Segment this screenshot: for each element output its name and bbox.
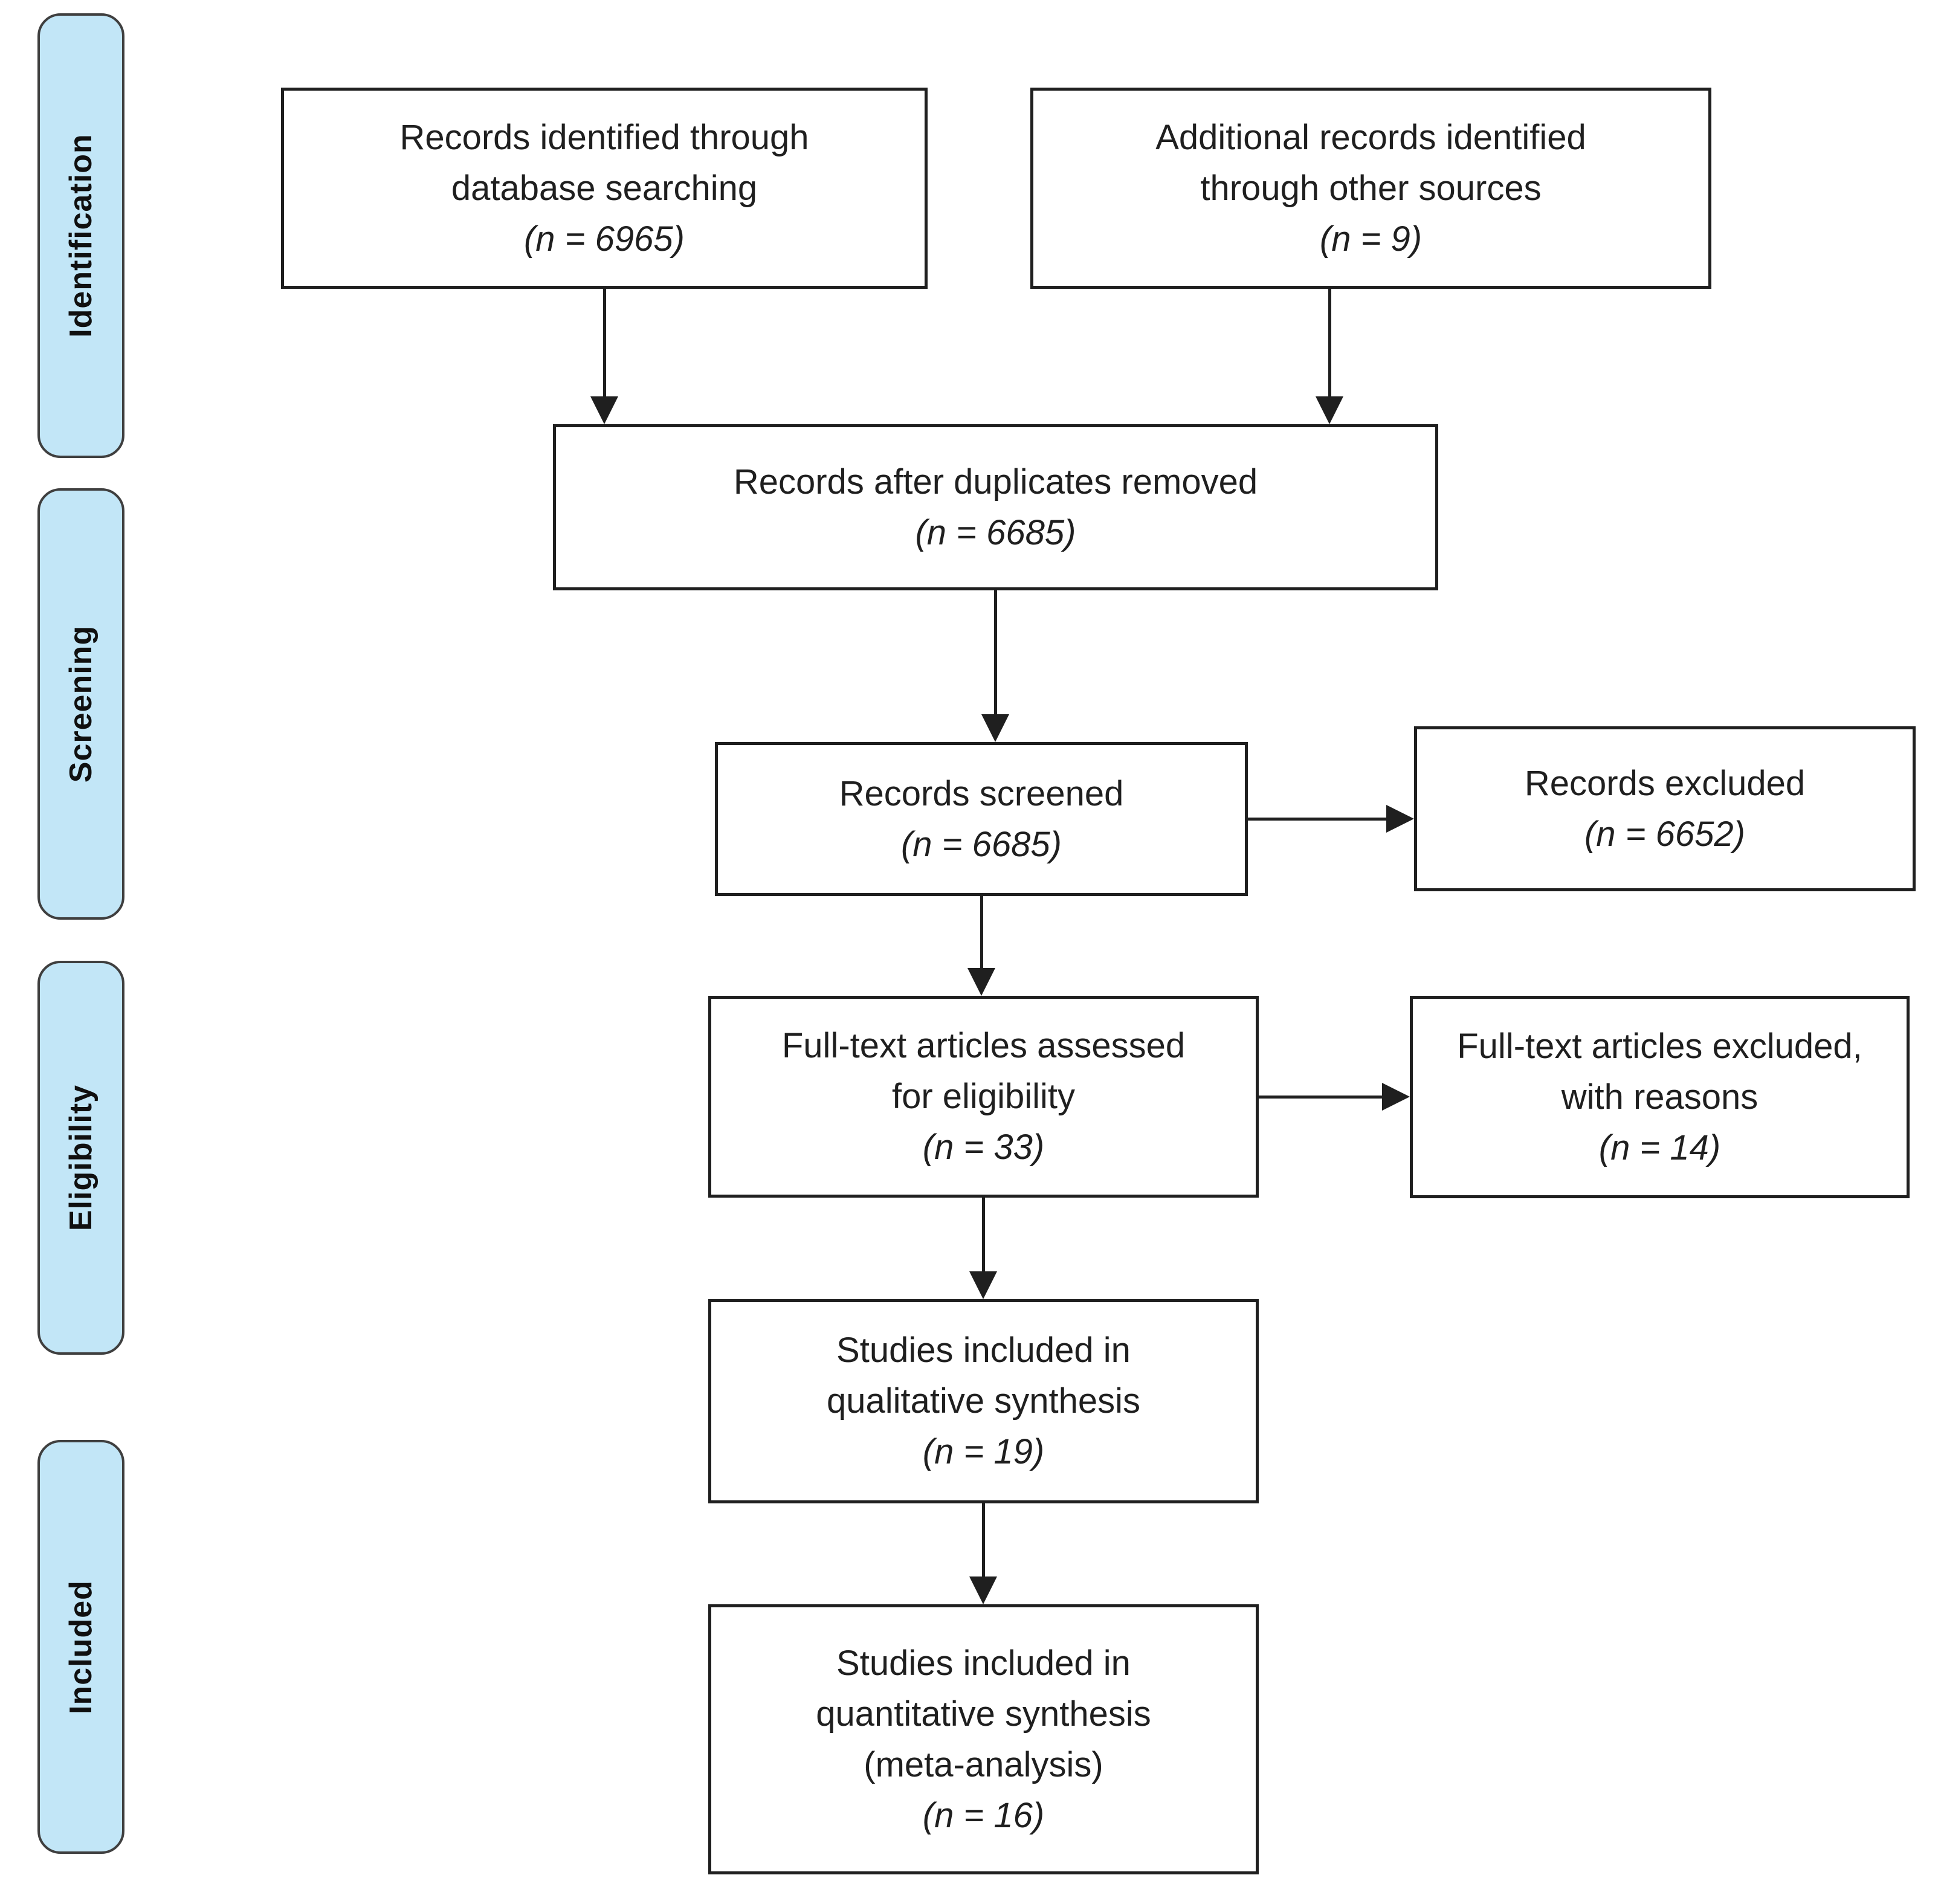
arrow-fulltext-to-ftexcluded <box>1259 1083 1410 1111</box>
box-n-value: (n = 33) <box>922 1128 1045 1167</box>
box-records-after-duplicates-removed: Records after duplicates removed (n = 66… <box>553 424 1438 590</box>
box-text-line: Studies included in <box>836 1643 1131 1683</box>
box-records-identified-database: Records identified through database sear… <box>281 88 928 289</box>
box-text-line: through other sources <box>1200 168 1542 208</box>
box-studies-qualitative-synthesis: Studies included in qualitative synthesi… <box>708 1299 1259 1503</box>
stage-label-text: Identification <box>63 134 99 338</box>
arrowhead-down-icon <box>969 1576 997 1604</box>
arrow-shaft <box>1259 1095 1384 1099</box>
stage-label-eligibility: Eligibility <box>37 961 124 1355</box>
box-text-line: Records after duplicates removed <box>733 462 1258 502</box>
box-text-line: Records identified through <box>399 117 809 157</box>
box-text-line: Records screened <box>839 773 1124 813</box>
stage-label-screening: Screening <box>37 488 124 920</box>
arrow-additional-to-duplicates <box>1316 289 1343 424</box>
box-fulltext-excluded-with-reasons: Full-text articles excluded, with reason… <box>1410 996 1910 1198</box>
box-n-value: (n = 6685) <box>915 512 1076 552</box>
arrowhead-right-icon <box>1386 805 1414 833</box>
box-n-value: (n = 9) <box>1319 219 1423 259</box>
arrow-fulltext-to-qualitative <box>969 1198 997 1299</box>
box-text-line: Records excluded <box>1524 763 1806 803</box>
arrow-duplicates-to-screened <box>981 590 1009 742</box>
arrow-screened-to-fulltext <box>967 896 995 996</box>
arrow-shaft <box>981 1503 985 1579</box>
arrow-shaft <box>602 289 606 399</box>
arrowhead-down-icon <box>1316 396 1343 424</box>
arrow-shaft <box>981 1198 985 1274</box>
box-n-value: (n = 6965) <box>523 219 685 259</box>
arrow-shaft <box>980 896 983 970</box>
arrowhead-right-icon <box>1382 1083 1410 1111</box>
arrow-screened-to-excluded <box>1248 805 1414 833</box>
arrowhead-down-icon <box>969 1271 997 1299</box>
box-text-line: qualitative synthesis <box>826 1381 1141 1421</box>
box-text-line: database searching <box>451 168 758 208</box>
stage-label-text: Included <box>63 1580 99 1714</box>
arrow-shaft <box>1328 289 1331 399</box>
box-text-line: Studies included in <box>836 1331 1131 1370</box>
arrow-identified-to-duplicates <box>590 289 618 424</box>
arrowhead-down-icon <box>590 396 618 424</box>
box-records-screened: Records screened (n = 6685) <box>715 742 1248 896</box>
box-text-line: (meta-analysis) <box>864 1744 1103 1784</box>
box-fulltext-assessed-eligibility: Full-text articles assessed for eligibil… <box>708 996 1259 1198</box>
box-text-line: for eligibility <box>892 1077 1075 1116</box>
stage-label-text: Screening <box>63 625 99 783</box>
arrow-shaft <box>993 590 997 717</box>
box-additional-records-other-sources: Additional records identified through ot… <box>1030 88 1711 289</box>
box-n-value: (n = 14) <box>1598 1128 1721 1167</box>
box-text-line: Full-text articles assessed <box>781 1026 1186 1065</box>
box-studies-quantitative-synthesis: Studies included in quantitative synthes… <box>708 1604 1259 1874</box>
box-n-value: (n = 6652) <box>1584 814 1745 854</box>
stage-label-identification: Identification <box>37 13 124 458</box>
box-n-value: (n = 19) <box>922 1432 1045 1471</box>
box-records-excluded: Records excluded (n = 6652) <box>1414 726 1916 891</box>
arrow-shaft <box>1248 817 1389 821</box>
arrowhead-down-icon <box>967 968 995 996</box>
stage-label-text: Eligibility <box>63 1084 99 1231</box>
arrow-qualitative-to-quantitative <box>969 1503 997 1604</box>
box-text-line: quantitative synthesis <box>816 1694 1151 1734</box>
box-n-value: (n = 6685) <box>900 824 1062 864</box>
arrowhead-down-icon <box>981 714 1009 742</box>
box-n-value: (n = 16) <box>922 1795 1045 1835</box>
box-text-line: Full-text articles excluded, <box>1457 1026 1862 1066</box>
box-text-line: Additional records identified <box>1155 117 1586 157</box>
box-text-line: with reasons <box>1561 1077 1759 1117</box>
stage-label-included: Included <box>37 1440 124 1854</box>
